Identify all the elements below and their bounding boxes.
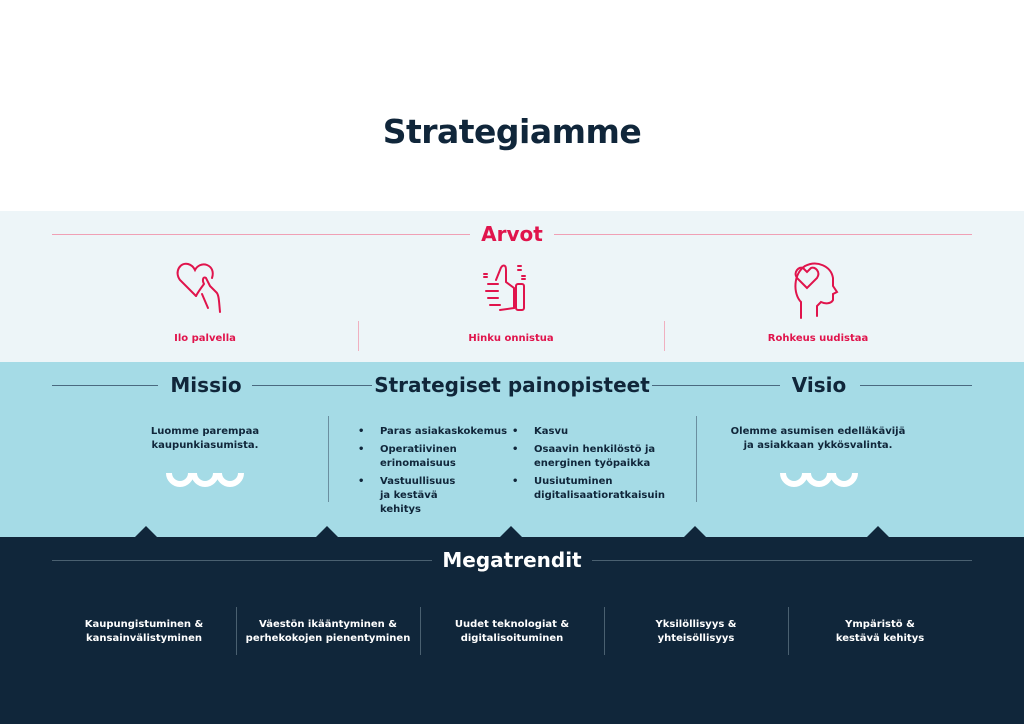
divider	[554, 234, 972, 235]
divider	[652, 385, 780, 386]
megatrend-line: Uudet teknologiat &	[454, 619, 570, 630]
divider	[328, 416, 329, 502]
megatrend-item: Väestön ikääntyminen & perhekokojen piene…	[236, 618, 420, 646]
mission-text: Luomme parempaa kaupunkiasumista.	[105, 425, 305, 453]
vision-text-line: Olemme asumisen edelläkävijä	[730, 426, 906, 437]
megatrend-item: Ympäristö & kestävä kehitys	[788, 618, 972, 646]
values-heading: Arvot	[481, 222, 543, 246]
megatrends-heading: Megatrendit	[442, 548, 582, 572]
vision-text: Olemme asumisen edelläkävijä ja asiakkaa…	[718, 425, 918, 453]
priority-item: Operatiivinen erinomaisuus	[358, 443, 468, 471]
divider	[860, 385, 972, 386]
triangle-marker	[867, 526, 889, 537]
wave-icon	[780, 472, 858, 487]
megatrend-line: kestävä kehitys	[835, 633, 925, 644]
triangle-marker	[316, 526, 338, 537]
mission-heading: Missio	[170, 373, 242, 397]
divider	[420, 607, 421, 655]
vision-text-line: ja asiakkaan ykkösvalinta.	[743, 440, 893, 451]
megatrend-line: perhekokojen pienentyminen	[245, 633, 411, 644]
triangle-marker	[684, 526, 706, 537]
megatrend-line: kansainvälistyminen	[85, 633, 202, 644]
priorities-heading: Strategiset painopisteet	[374, 373, 650, 397]
head-with-heart-icon	[794, 262, 839, 319]
megatrend-line: Kaupungistuminen &	[84, 619, 204, 630]
divider	[252, 385, 372, 386]
priority-item: Paras asiakaskokemus	[358, 425, 508, 439]
thumbs-up-icon	[483, 264, 526, 311]
megatrend-line: yhteisöllisyys	[657, 633, 735, 644]
megatrend-line: Ympäristö &	[845, 619, 915, 630]
triangle-marker	[500, 526, 522, 537]
megatrend-item: Kaupungistuminen & kansainvälistyminen	[52, 618, 236, 646]
mission-text-line: kaupunkiasumista.	[151, 440, 259, 451]
priority-item: Osaavin henkilöstö ja energinen työpaikk…	[512, 443, 662, 471]
divider	[604, 607, 605, 655]
value-label: Rohkeus uudistaa	[767, 333, 869, 344]
megatrend-item: Yksilöllisyys & yhteisöllisyys	[604, 618, 788, 646]
megatrend-line: Väestön ikääntyminen &	[259, 619, 397, 630]
divider	[236, 607, 237, 655]
vision-heading: Visio	[791, 373, 847, 397]
priority-item: Kasvu	[512, 425, 672, 439]
megatrend-item: Uudet teknologiat & digitalisoituminen	[420, 618, 604, 646]
megatrends-section	[0, 537, 1024, 724]
megatrend-line: Yksilöllisyys &	[655, 619, 737, 630]
page-title: Strategiamme	[382, 112, 642, 151]
value-label: Ilo palvella	[174, 333, 236, 344]
divider	[358, 321, 359, 351]
mission-text-line: Luomme parempaa	[150, 426, 260, 437]
divider	[664, 321, 665, 351]
divider	[52, 385, 158, 386]
divider	[696, 416, 697, 502]
heart-in-hand-icon	[176, 262, 221, 313]
triangle-marker	[135, 526, 157, 537]
priorities-list-2: Kasvu Osaavin henkilöstö ja energinen ty…	[512, 425, 672, 507]
wave-icon	[166, 472, 244, 487]
priorities-list-1: Paras asiakaskokemus Operatiivinen erino…	[358, 425, 508, 521]
divider	[52, 560, 432, 561]
priority-item: Uusiutuminen digitalisaatioratkaisuin	[512, 475, 665, 503]
value-label: Hinku onnistua	[468, 333, 554, 344]
divider	[788, 607, 789, 655]
megatrend-line: digitalisoituminen	[460, 633, 564, 644]
divider	[592, 560, 972, 561]
priority-item: Vastuullisuus ja kestävä kehitys	[358, 475, 468, 517]
divider	[52, 234, 470, 235]
